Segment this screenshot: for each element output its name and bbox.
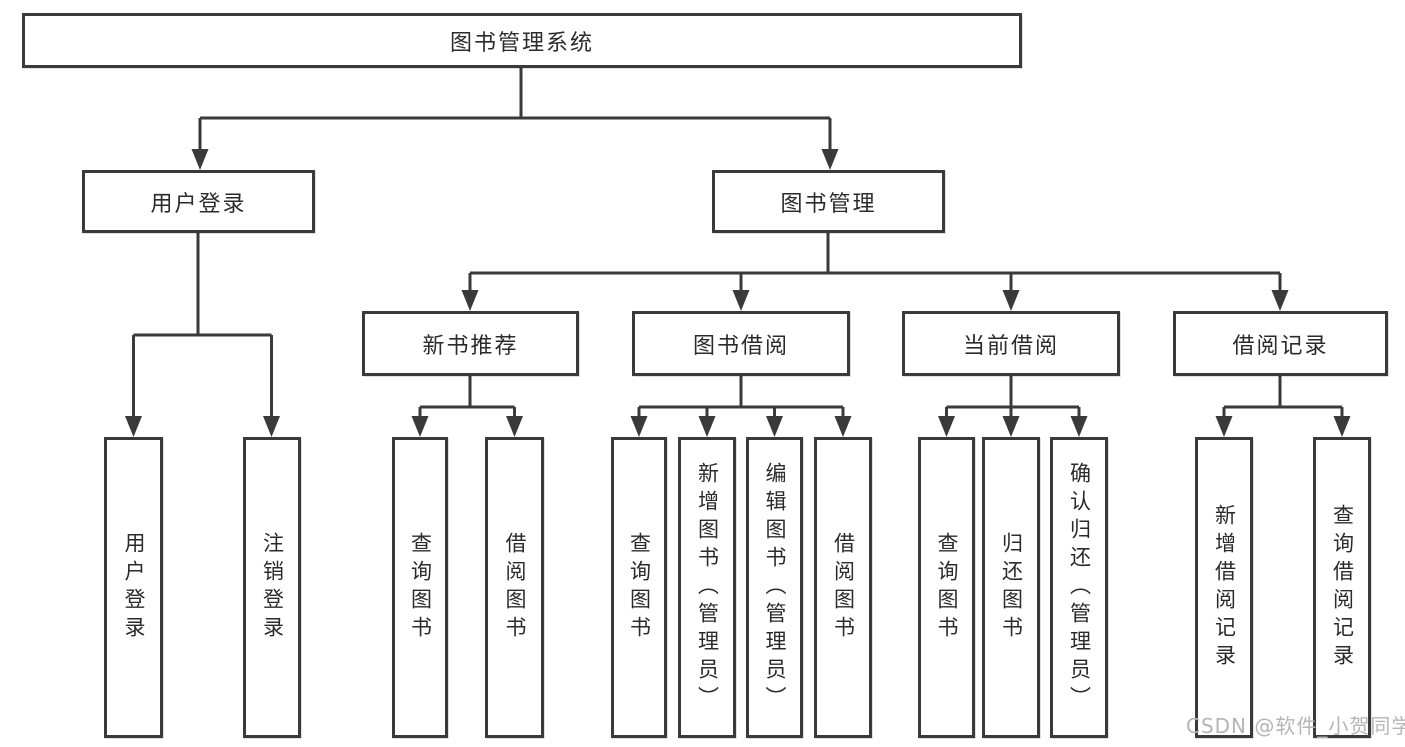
- leaf-query-borrow-record: 查询借阅记录: [1313, 437, 1371, 738]
- leaf-add-borrow-record: 新增借阅记录: [1195, 437, 1253, 738]
- node-library-management-system: 图书管理系统: [22, 13, 1022, 68]
- leaf-query-book: 查询图书: [392, 437, 448, 738]
- watermark: CSDN @软件_小贺同学: [1186, 714, 1405, 738]
- node-book-management: 图书管理: [712, 170, 945, 233]
- leaf-user-login: 用户登录: [104, 437, 163, 738]
- leaf-borrow-book: 借阅图书: [485, 437, 544, 738]
- leaf-edit-book-admin: 编辑图书（管理员）: [746, 437, 803, 738]
- leaf-query-book-3: 查询图书: [918, 437, 975, 738]
- leaf-return-book: 归还图书: [982, 437, 1040, 738]
- leaf-confirm-return-admin: 确认归还（管理员）: [1050, 437, 1108, 738]
- node-book-borrowing: 图书借阅: [632, 311, 850, 376]
- node-user-login: 用户登录: [82, 170, 315, 233]
- node-borrowing-records: 借阅记录: [1173, 311, 1388, 376]
- leaf-borrow-book-2: 借阅图书: [814, 437, 872, 738]
- leaf-add-book-admin: 新增图书（管理员）: [678, 437, 736, 738]
- leaf-logout: 注销登录: [243, 437, 301, 738]
- node-new-book-recommendation: 新书推荐: [362, 311, 579, 376]
- node-current-borrowing: 当前借阅: [902, 311, 1120, 376]
- leaf-query-book-2: 查询图书: [611, 437, 667, 738]
